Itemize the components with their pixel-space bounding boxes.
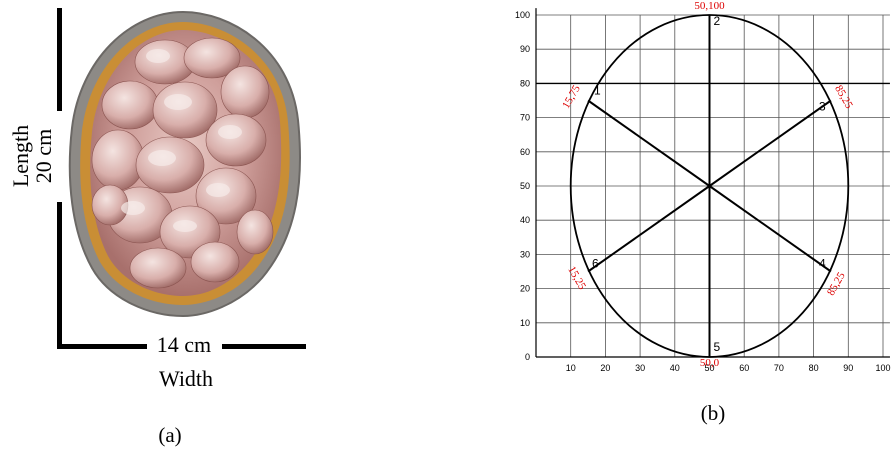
y-tick-label: 0	[525, 352, 530, 362]
x-tick-label: 70	[774, 363, 784, 373]
y-tick-label: 90	[520, 44, 530, 54]
point-coord-5: 50,0	[700, 357, 720, 369]
width-label: Width	[159, 366, 213, 391]
y-tick-label: 50	[520, 181, 530, 191]
x-tick-label: 10	[566, 363, 576, 373]
x-tick-label: 80	[809, 363, 819, 373]
caption-a: (a)	[158, 423, 181, 447]
y-tick-label: 100	[515, 10, 530, 20]
y-tick-label: 30	[520, 249, 530, 259]
point-number-2: 2	[714, 14, 721, 28]
y-tick-label: 20	[520, 284, 530, 294]
y-tick-label: 40	[520, 215, 530, 225]
point-coord-1: 15,75	[560, 83, 583, 111]
point-coord-2: 50,100	[694, 0, 725, 12]
spoke-line-3	[710, 101, 831, 187]
x-tick-label: 100	[875, 363, 890, 373]
x-tick-label: 30	[635, 363, 645, 373]
spoke-line-6	[588, 186, 709, 272]
point-number-3: 3	[819, 100, 826, 114]
x-tick-label: 40	[670, 363, 680, 373]
x-tick-label: 90	[843, 363, 853, 373]
spoke-line-1	[588, 101, 709, 187]
point-number-4: 4	[819, 257, 826, 271]
meat-sample-photo	[70, 12, 300, 316]
panel-a: Length 20 cm 14 cm Width (a)	[8, 8, 306, 447]
x-tick-label: 60	[739, 363, 749, 373]
width-bar-right	[222, 344, 306, 349]
y-tick-label: 10	[520, 318, 530, 328]
length-bar-top	[57, 8, 62, 111]
y-tick-label: 80	[520, 78, 530, 88]
point-number-1: 1	[594, 84, 601, 98]
width-bar-left	[57, 344, 147, 349]
point-coord-6: 15,25	[565, 264, 588, 292]
caption-b: (b)	[701, 401, 726, 425]
point-number-5: 5	[714, 340, 721, 354]
x-tick-label: 20	[600, 363, 610, 373]
length-label: Length	[8, 125, 33, 187]
point-number-6: 6	[592, 257, 599, 271]
length-bar-bottom	[57, 202, 62, 349]
point-coord-3: 85,25	[832, 83, 855, 111]
length-value: 20 cm	[31, 129, 56, 183]
spoke-line-4	[710, 186, 831, 272]
y-tick-label: 60	[520, 147, 530, 157]
y-tick-label: 70	[520, 113, 530, 123]
width-value: 14 cm	[157, 332, 211, 357]
